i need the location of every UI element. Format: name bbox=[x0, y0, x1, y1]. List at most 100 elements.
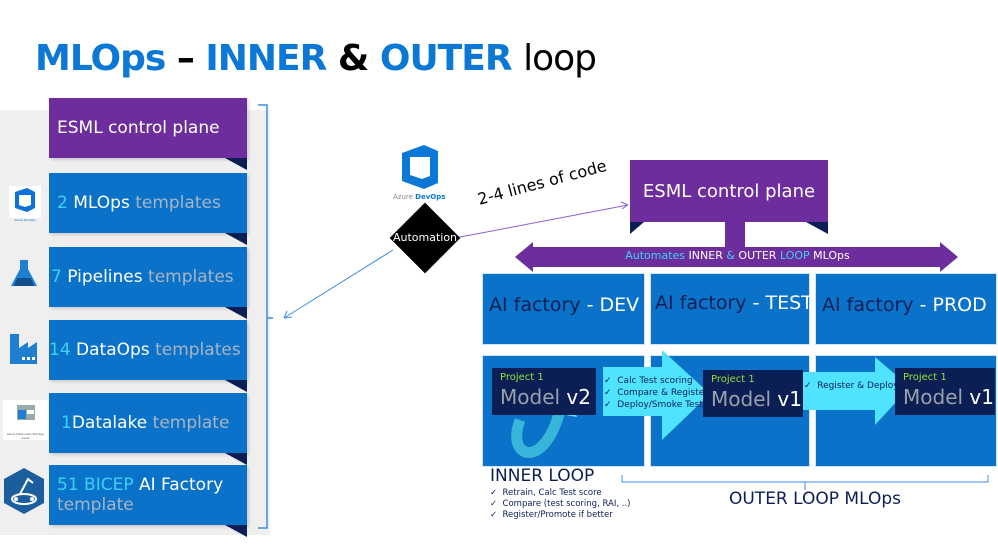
outer-loop-label: OUTER LOOP MLOps bbox=[728, 489, 901, 509]
dev-to-test-arrow bbox=[603, 350, 710, 440]
automation-label: Automation bbox=[392, 231, 458, 244]
t: Model bbox=[500, 385, 561, 409]
project-label: Project 1 bbox=[500, 372, 544, 383]
t: - DEV bbox=[586, 294, 640, 316]
t: LOOP bbox=[779, 249, 810, 262]
step: ✓ Compare & Register bbox=[604, 388, 708, 398]
ai-factory-dev: AI factory - DEV bbox=[482, 273, 645, 345]
tail: templates bbox=[148, 266, 234, 287]
count: 14 bbox=[49, 339, 71, 360]
count: 7 bbox=[51, 266, 62, 287]
title-amp: & bbox=[337, 38, 369, 79]
fold-corner bbox=[225, 525, 247, 537]
t: - TEST bbox=[752, 292, 813, 314]
step: ✓ Register/Promote if better bbox=[490, 510, 613, 520]
factory-label: AI factory - PROD bbox=[822, 294, 987, 316]
t: AI factory bbox=[822, 294, 914, 316]
label-devops: DevOps bbox=[415, 193, 446, 201]
label-azure: Azure bbox=[393, 193, 413, 201]
step: ✓ Compare (test scoring, RAI, ..) bbox=[490, 499, 631, 509]
fold-corner bbox=[225, 453, 247, 465]
count: 1 bbox=[61, 412, 72, 433]
automation-diamond: Automation bbox=[389, 202, 461, 274]
factory-label: AI factory - DEV bbox=[489, 294, 639, 316]
step: ✓ Register & Deploy bbox=[804, 381, 899, 391]
esml-control-plane-box: ESML control plane bbox=[630, 160, 828, 222]
model-label: Model v1 bbox=[903, 385, 994, 409]
t: Model bbox=[711, 387, 772, 411]
test-steps: ✓ Calc Test scoring ✓ Compare & Register… bbox=[604, 375, 708, 411]
ai-factory-test: AI factory - TEST bbox=[650, 273, 813, 345]
t: v1 bbox=[777, 387, 802, 411]
title-outer: OUTER bbox=[379, 38, 513, 79]
step: ✓ Calc Test scoring bbox=[604, 376, 693, 386]
templates-bracket bbox=[258, 104, 273, 529]
title-mlops: MLOps bbox=[35, 38, 166, 79]
tail: template bbox=[57, 495, 134, 516]
mlops-templates-box: 2 MLOps templates bbox=[49, 173, 247, 233]
t: - PROD bbox=[919, 294, 987, 316]
fold-corner bbox=[225, 233, 247, 245]
data-lake-storage-icon: Azure Data Lake Storage Gen2 bbox=[3, 400, 48, 440]
fold-corner bbox=[630, 222, 644, 234]
label: ESML control plane bbox=[642, 180, 816, 202]
data-factory-icon bbox=[10, 334, 37, 364]
icon-label: Azure Data Lake Storage Gen2 bbox=[6, 432, 45, 440]
project-label: Project 1 bbox=[711, 374, 755, 385]
title-dash: – bbox=[176, 38, 195, 79]
title-inner: INNER bbox=[205, 38, 327, 79]
t: INNER bbox=[688, 249, 723, 262]
t: Register & Deploy bbox=[817, 381, 899, 391]
inner-loop-steps: ✓ Retrain, Calc Test score ✓ Compare (te… bbox=[490, 488, 630, 521]
tail: templates bbox=[155, 339, 241, 360]
ai-factory-robot-icon bbox=[4, 468, 44, 514]
count: 51 BICEP bbox=[57, 475, 134, 495]
test-model-box: Project 1 Model v1 bbox=[703, 370, 803, 417]
fold-corner bbox=[225, 380, 247, 392]
model-label: Model v2 bbox=[500, 385, 591, 409]
label: ESML control plane bbox=[57, 117, 220, 138]
azure-devops-icon: Azure DevOps bbox=[9, 186, 41, 222]
count: 2 bbox=[57, 192, 68, 213]
t: Compare & Register bbox=[617, 388, 708, 398]
inner-loop-arrow bbox=[511, 408, 566, 458]
t: & bbox=[726, 249, 735, 262]
model-label: Model v1 bbox=[711, 387, 802, 411]
t: MLOps bbox=[813, 249, 850, 262]
prod-model-box: Project 1 Model v1 bbox=[895, 368, 995, 415]
factory-label: AI factory - TEST bbox=[655, 292, 813, 314]
t: AI factory bbox=[489, 294, 581, 316]
t: Automates bbox=[625, 249, 686, 262]
ai-factory-prod: AI factory - PROD bbox=[815, 273, 997, 345]
t: Retrain, Calc Test score bbox=[502, 488, 602, 498]
tail: template bbox=[152, 412, 230, 433]
t: Register/Promote if better bbox=[502, 510, 613, 520]
label: MLOps bbox=[73, 192, 130, 213]
arrowhead bbox=[283, 310, 293, 319]
label: Datalake bbox=[71, 412, 148, 433]
t: OUTER bbox=[738, 249, 777, 262]
left-esml-control-plane: ESML control plane bbox=[49, 98, 247, 158]
t: Calc Test scoring bbox=[617, 376, 693, 386]
label: Pipelines bbox=[67, 266, 143, 287]
fold-corner bbox=[806, 222, 828, 234]
tail: templates bbox=[135, 192, 221, 213]
pipelines-templates-box: 7 Pipelines templates bbox=[49, 247, 247, 307]
outer-loop-bracket bbox=[621, 475, 989, 490]
fold-corner bbox=[225, 158, 247, 170]
project-label: Project 1 bbox=[903, 372, 947, 383]
automation-to-control-plane-line bbox=[454, 204, 629, 239]
azure-devops-logo-icon bbox=[402, 145, 438, 189]
automates-label: Automates INNER & OUTER LOOP MLOps bbox=[515, 249, 960, 262]
automation-to-templates-line bbox=[283, 249, 394, 319]
t: v2 bbox=[566, 385, 591, 409]
label: DataOps bbox=[76, 339, 150, 360]
t: Deploy/Smoke Test bbox=[617, 400, 703, 410]
t: Model bbox=[903, 385, 964, 409]
icon-label: Azure DevOps bbox=[14, 218, 36, 222]
t: v1 bbox=[969, 385, 994, 409]
azure-devops-label: Azure DevOps bbox=[393, 193, 445, 201]
